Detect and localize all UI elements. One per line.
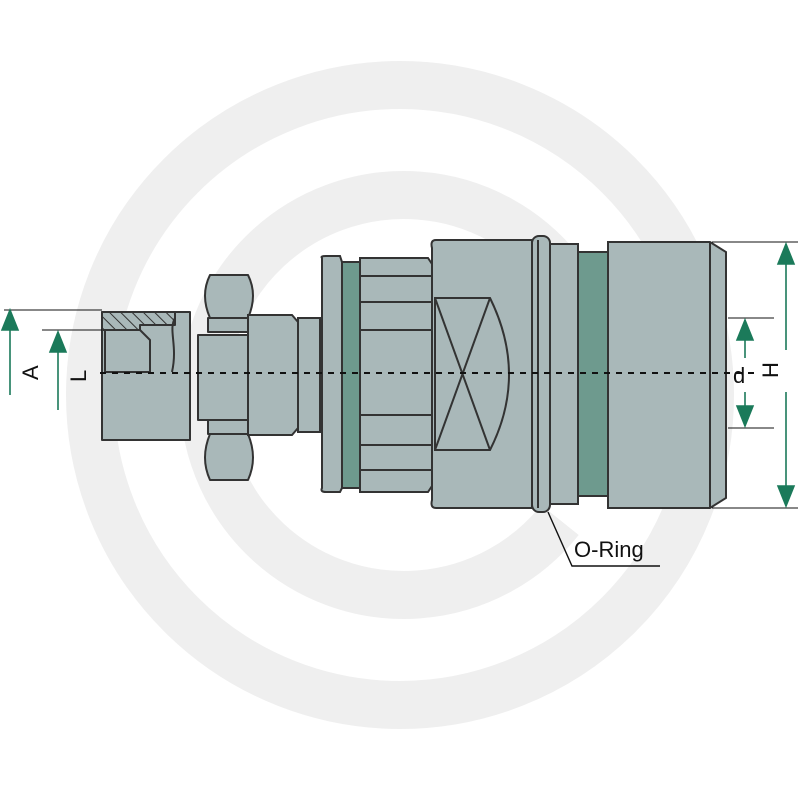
dimension-h	[712, 241, 798, 509]
threaded-stub	[101, 311, 191, 441]
hex-nut	[197, 274, 254, 481]
o-ring-label: O-Ring	[574, 537, 644, 562]
dimension-a	[0, 307, 102, 395]
label-l: L	[66, 370, 91, 382]
dimension-l	[42, 329, 102, 410]
label-d: d	[733, 363, 745, 388]
hex-lock-nut	[359, 257, 433, 493]
front-nipple	[607, 241, 727, 509]
thread-body	[247, 314, 321, 436]
label-h: H	[758, 362, 783, 378]
dimension-d	[728, 317, 774, 429]
label-a: A	[18, 365, 43, 380]
o-ring-leader	[547, 511, 660, 567]
coupling-sleeve	[430, 239, 533, 509]
